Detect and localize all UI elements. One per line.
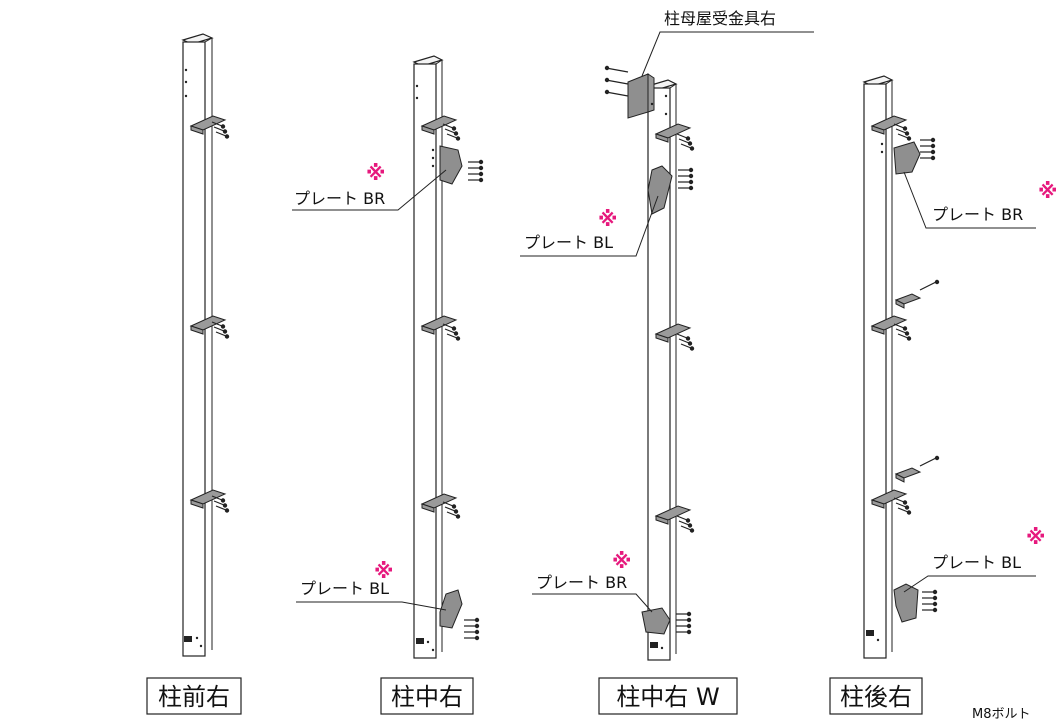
- leader-line: [292, 169, 447, 211]
- bolt-set: [919, 279, 940, 291]
- callout-label: プレート BR: [536, 573, 627, 592]
- caption-box: [598, 677, 738, 715]
- callout-label: プレート BR: [294, 189, 385, 208]
- note-mark: ※: [1026, 525, 1045, 549]
- bolt-set: [919, 455, 940, 467]
- bolt-set: [676, 515, 695, 534]
- purlin-bracket: [627, 73, 649, 119]
- bolt-set: [442, 501, 461, 520]
- post-rear-right: [862, 75, 940, 659]
- leader-line: [532, 593, 653, 613]
- callout-label: プレート BR: [932, 205, 1023, 224]
- plate-bl: [893, 583, 919, 623]
- bolt-set: [463, 617, 480, 641]
- leader-line: [641, 31, 814, 77]
- leader-line: [903, 171, 1036, 229]
- plate-bl: [647, 165, 673, 215]
- bolt-set: [675, 611, 692, 635]
- footer-note: M8ボルト: [972, 707, 1031, 720]
- note-mark: ※: [598, 207, 617, 231]
- post-middle-right: [412, 55, 484, 659]
- caption-box: [829, 677, 923, 715]
- post-caption: 柱中右: [391, 683, 463, 711]
- caption-box: [380, 677, 474, 715]
- bolt-set: [442, 123, 461, 142]
- bolt-set: [893, 323, 912, 342]
- leader-line: [296, 601, 447, 611]
- bolt-set: [604, 65, 629, 97]
- callout-label: プレート BL: [932, 553, 1021, 572]
- post-caption: 柱中右 W: [616, 683, 719, 711]
- note-mark: ※: [366, 161, 385, 185]
- bolt-set: [921, 589, 938, 613]
- post-middle-right-w: [604, 65, 695, 661]
- plate-bl: [439, 589, 463, 629]
- callout-label: プレート BL: [300, 579, 389, 598]
- plate-br: [641, 607, 671, 635]
- bolt-set: [893, 497, 912, 516]
- post-caption: 柱前右: [158, 683, 230, 711]
- plate-br: [893, 141, 921, 175]
- bolt-set: [442, 323, 461, 342]
- note-mark: ※: [374, 559, 393, 583]
- callout-label: 柱母屋受金具右: [664, 9, 776, 28]
- bolt-set: [919, 137, 936, 161]
- plate-br: [439, 145, 463, 185]
- leader-line: [520, 195, 659, 257]
- bolt-set: [677, 167, 694, 191]
- note-mark: ※: [1038, 179, 1057, 203]
- leader-line: [903, 575, 1036, 593]
- bolt-set: [676, 133, 695, 152]
- post-front-right: [181, 33, 230, 657]
- callout-label: プレート BL: [524, 233, 613, 252]
- bolt-set: [467, 159, 484, 183]
- note-mark: ※: [612, 549, 631, 573]
- bolt-set: [676, 333, 695, 352]
- caption-box: [146, 677, 242, 715]
- post-caption: 柱後右: [840, 683, 912, 711]
- bolt-set: [893, 123, 912, 142]
